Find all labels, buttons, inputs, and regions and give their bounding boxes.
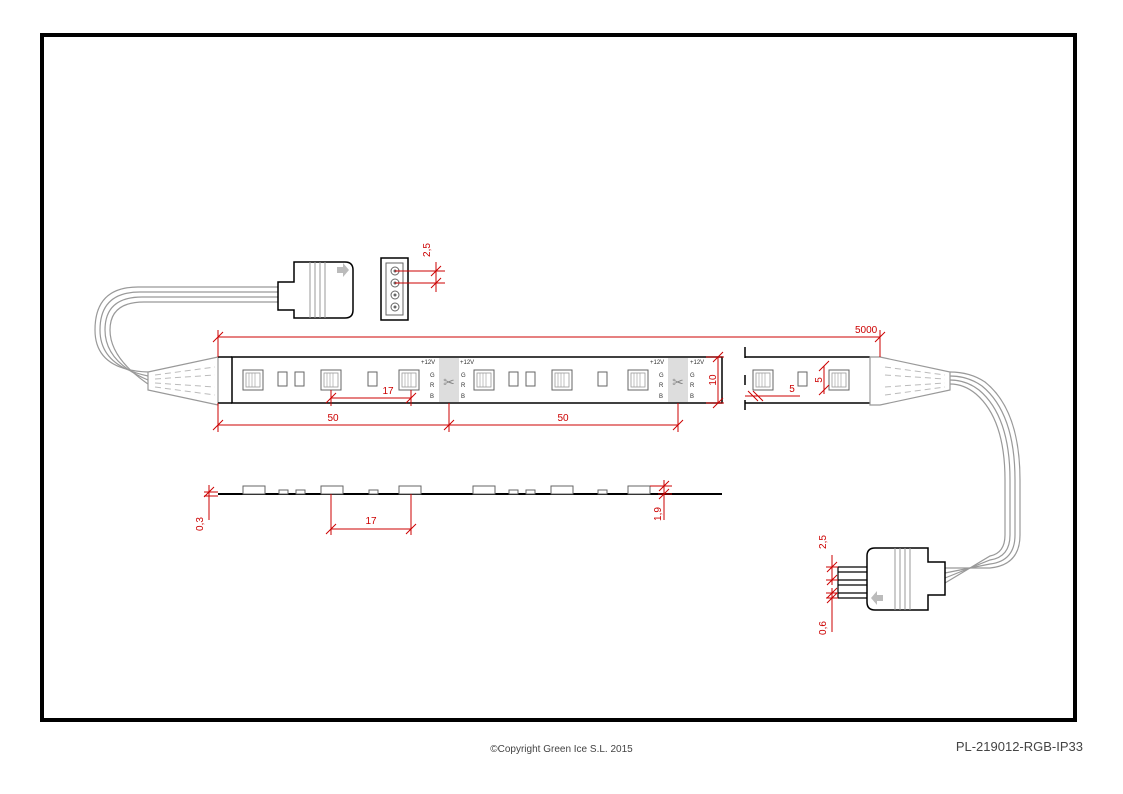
dimension-labels: 5000 50 50 17 10 5 5 0,3 17 1,9 2,5 0,6	[195, 325, 878, 635]
left-end-cap	[147, 356, 219, 406]
dim-pcb-thickness: 0,3	[195, 517, 206, 531]
dim-strip-width: 10	[708, 374, 719, 386]
arrow-icon	[337, 263, 349, 277]
connector-front-view: 2,5	[380, 243, 445, 321]
drawing-frame	[40, 33, 1077, 722]
pad-label-b: B	[430, 394, 434, 400]
scissors-icon: ✂	[443, 374, 455, 390]
dim-total-length: 5000	[855, 325, 878, 336]
pad-label-12v: +12V	[650, 360, 664, 366]
right-cable	[944, 371, 1021, 584]
dim-led-height: 1,9	[653, 507, 664, 521]
right-connector	[837, 547, 946, 611]
cut-zone-2: ✂ +12V G R B +12V G R B	[650, 358, 704, 402]
pad-label-r: R	[430, 383, 435, 389]
dim-cut-spacing-2: 50	[557, 413, 569, 424]
pad-label-b: B	[690, 394, 694, 400]
pad-label-b: B	[659, 394, 663, 400]
copyright-notice: ©Copyright Green Ice S.L. 2015	[490, 744, 633, 755]
dimension-lines	[203, 330, 886, 632]
dim-cut-spacing-1: 50	[327, 413, 339, 424]
dim-end-led-offset: 5	[789, 384, 795, 395]
dim-end-led-size: 5	[814, 377, 825, 383]
left-cable	[94, 286, 278, 385]
left-connector	[277, 261, 354, 319]
pad-label-12v: +12V	[460, 360, 474, 366]
pad-label-12v: +12V	[421, 360, 435, 366]
right-end-cap	[869, 356, 951, 406]
product-code: PL-219012-RGB-IP33	[955, 739, 1083, 754]
scissors-icon: ✂	[672, 374, 684, 390]
strip-side-view	[218, 485, 722, 495]
pad-label-r: R	[461, 383, 466, 389]
pad-label-r: R	[659, 383, 664, 389]
pad-label-g: G	[659, 373, 664, 379]
dim-pin-spacing-top: 2,5	[422, 243, 433, 257]
dim-led-pitch-side: 17	[365, 516, 377, 527]
dim-pin-spacing-bottom: 2,5	[818, 535, 829, 549]
pad-label-r: R	[690, 383, 695, 389]
pad-label-g: G	[461, 373, 466, 379]
pad-label-g: G	[690, 373, 695, 379]
right-strip-segment	[745, 356, 870, 404]
pad-label-12v: +12V	[690, 360, 704, 366]
pad-label-g: G	[430, 373, 435, 379]
dim-pin-diameter: 0,6	[818, 621, 829, 635]
cut-zone-1: ✂ +12V G R B +12V G R B	[421, 358, 474, 402]
pad-label-b: B	[461, 394, 465, 400]
dim-led-pitch-top: 17	[382, 386, 394, 397]
arrow-icon	[871, 591, 883, 605]
